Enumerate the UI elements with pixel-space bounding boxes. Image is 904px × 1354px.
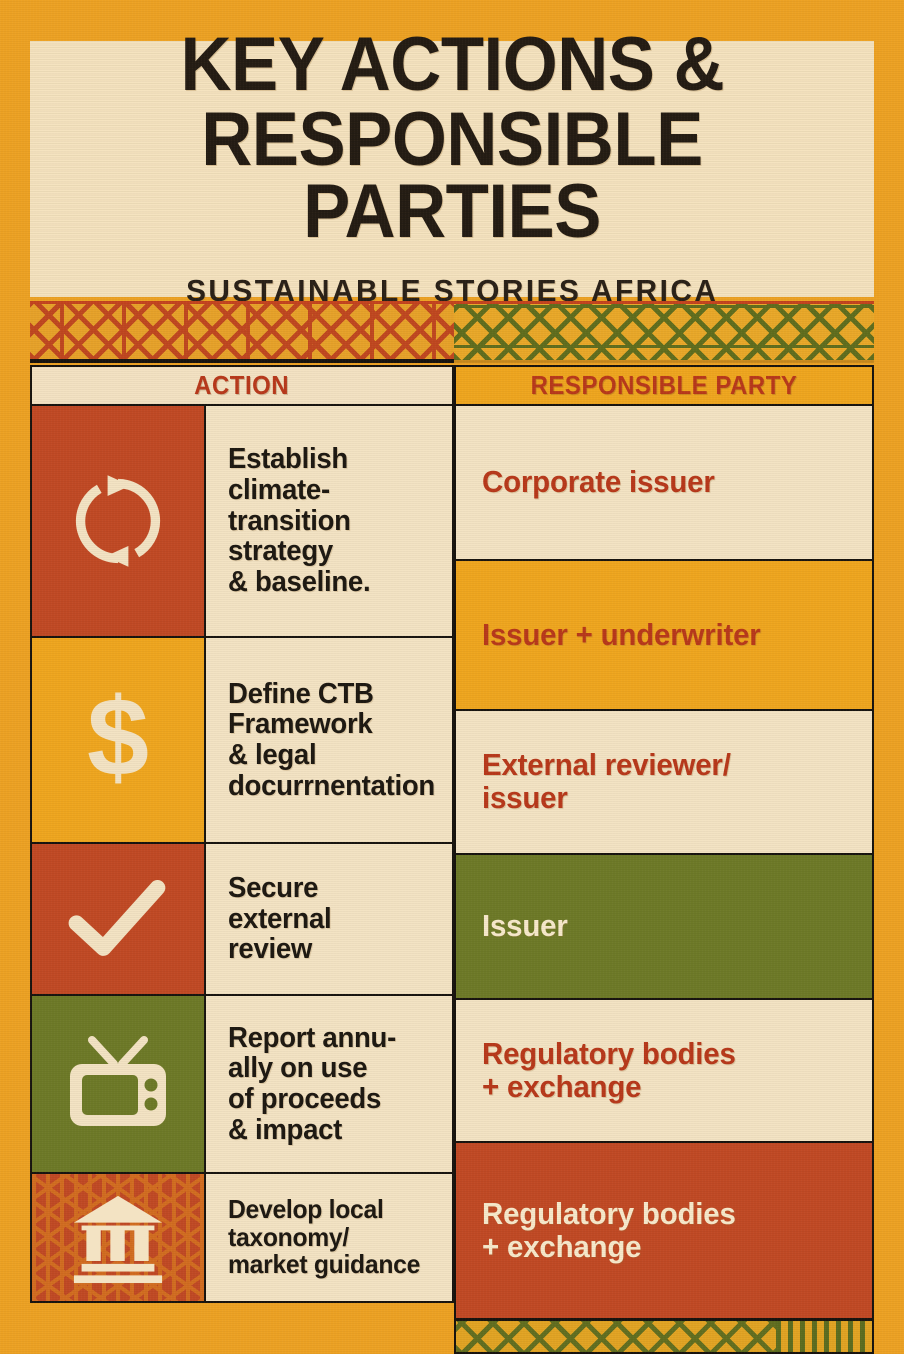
action-label: Define CTB Framework & legal docurrnenta…	[228, 677, 435, 802]
dollar-sign-icon: $	[32, 638, 204, 842]
television-icon	[32, 996, 204, 1172]
party-row: Issuer + underwriter	[454, 561, 874, 711]
party-row: Issuer	[454, 855, 874, 1000]
party-row: Regulatory bodies + exchange	[454, 1143, 874, 1354]
kente-pattern-green-gold-icon	[456, 1318, 872, 1352]
column-header-party: RESPONSIBLE PARTY	[454, 365, 874, 406]
party-row: Regulatory bodies + exchange	[454, 1000, 874, 1143]
action-label-cell: Develop local taxonomy/ market guidance	[204, 1174, 452, 1301]
bank-building-icon	[32, 1174, 204, 1301]
table-row: $ Define CTB Framework & legal docurrnen…	[30, 638, 454, 844]
action-label-cell: Define CTB Framework & legal docurrnenta…	[204, 638, 452, 842]
party-row: Corporate issuer	[454, 406, 874, 561]
party-label: Corporate issuer	[482, 464, 715, 500]
action-label: Secure external review	[228, 871, 332, 966]
decorative-pattern-band	[30, 301, 874, 363]
cycle-arrows-icon	[32, 406, 204, 636]
table-row: Report annu- ally on use of proceeds & i…	[30, 996, 454, 1174]
column-header-action: ACTION	[30, 365, 454, 406]
party-label: Issuer + underwriter	[482, 616, 761, 652]
party-label: Issuer	[482, 908, 568, 944]
kente-pattern-green-icon	[454, 304, 874, 363]
responsible-party-column: RESPONSIBLE PARTY Corporate issuer Issue…	[454, 365, 874, 1354]
title-block: KEY ACTIONS & RESPONSIBLE PARTIES SUSTAI…	[30, 26, 874, 308]
party-label: Regulatory bodies + exchange	[482, 1195, 736, 1264]
action-label: Develop local taxonomy/ market guidance	[228, 1194, 421, 1280]
svg-text:$: $	[87, 682, 149, 798]
party-label: Regulatory bodies + exchange	[482, 1035, 736, 1104]
action-column: ACTION Establish climate- transition	[30, 365, 454, 1354]
action-label: Establish climate- transition strategy &…	[228, 443, 371, 599]
party-row: External reviewer/ issuer	[454, 711, 874, 855]
column-header-party-label: RESPONSIBLE PARTY	[530, 370, 798, 400]
action-label-cell: Establish climate- transition strategy &…	[204, 406, 452, 636]
column-header-action-label: ACTION	[194, 370, 290, 400]
action-label-cell: Report annu- ally on use of proceeds & i…	[204, 996, 452, 1172]
actions-table: ACTION Establish climate- transition	[30, 365, 874, 1354]
table-row: Secure external review	[30, 844, 454, 996]
checkmark-icon	[32, 844, 204, 994]
action-label: Report annu- ally on use of proceeds & i…	[228, 1021, 397, 1146]
action-label-cell: Secure external review	[204, 844, 452, 994]
table-row: Establish climate- transition strategy &…	[30, 406, 454, 638]
kente-pattern-red-icon	[30, 304, 454, 363]
page-title-line1: KEY ACTIONS &	[180, 21, 724, 107]
party-label: External reviewer/ issuer	[482, 747, 731, 815]
page-title-line2: RESPONSIBLE PARTIES	[201, 97, 703, 254]
table-row: Develop local taxonomy/ market guidance	[30, 1174, 454, 1303]
